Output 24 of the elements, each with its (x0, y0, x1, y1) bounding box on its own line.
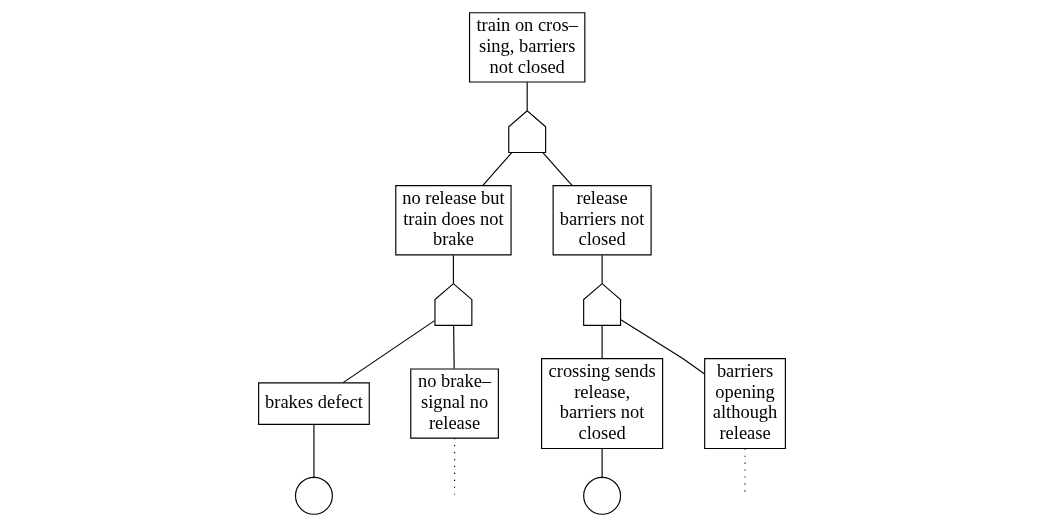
connector (601, 448, 603, 478)
connector (601, 325, 603, 359)
node-gate (434, 282, 473, 326)
connector (542, 152, 573, 187)
node-box: no brake– signal no release (410, 368, 499, 439)
connector (620, 319, 706, 375)
connector (453, 325, 455, 370)
node-gate (583, 282, 622, 326)
connector (482, 152, 513, 187)
node-circle (583, 476, 622, 515)
connector (342, 320, 436, 384)
node-gate (508, 110, 547, 154)
node-box: train on cros– sing, barriers not closed (468, 12, 586, 83)
node-box: barriers opening although release (704, 358, 786, 450)
connector (526, 81, 528, 112)
node-box: release barriers not closed (552, 185, 652, 256)
connector (601, 254, 603, 284)
node-box: crossing sends release, barriers not closed (541, 358, 664, 450)
connector (452, 254, 454, 284)
node-box: no release but train does not brake (395, 185, 512, 256)
node-box: brakes defect (258, 382, 370, 425)
connector (454, 437, 456, 496)
node-circle (294, 476, 333, 515)
connector (313, 424, 315, 478)
